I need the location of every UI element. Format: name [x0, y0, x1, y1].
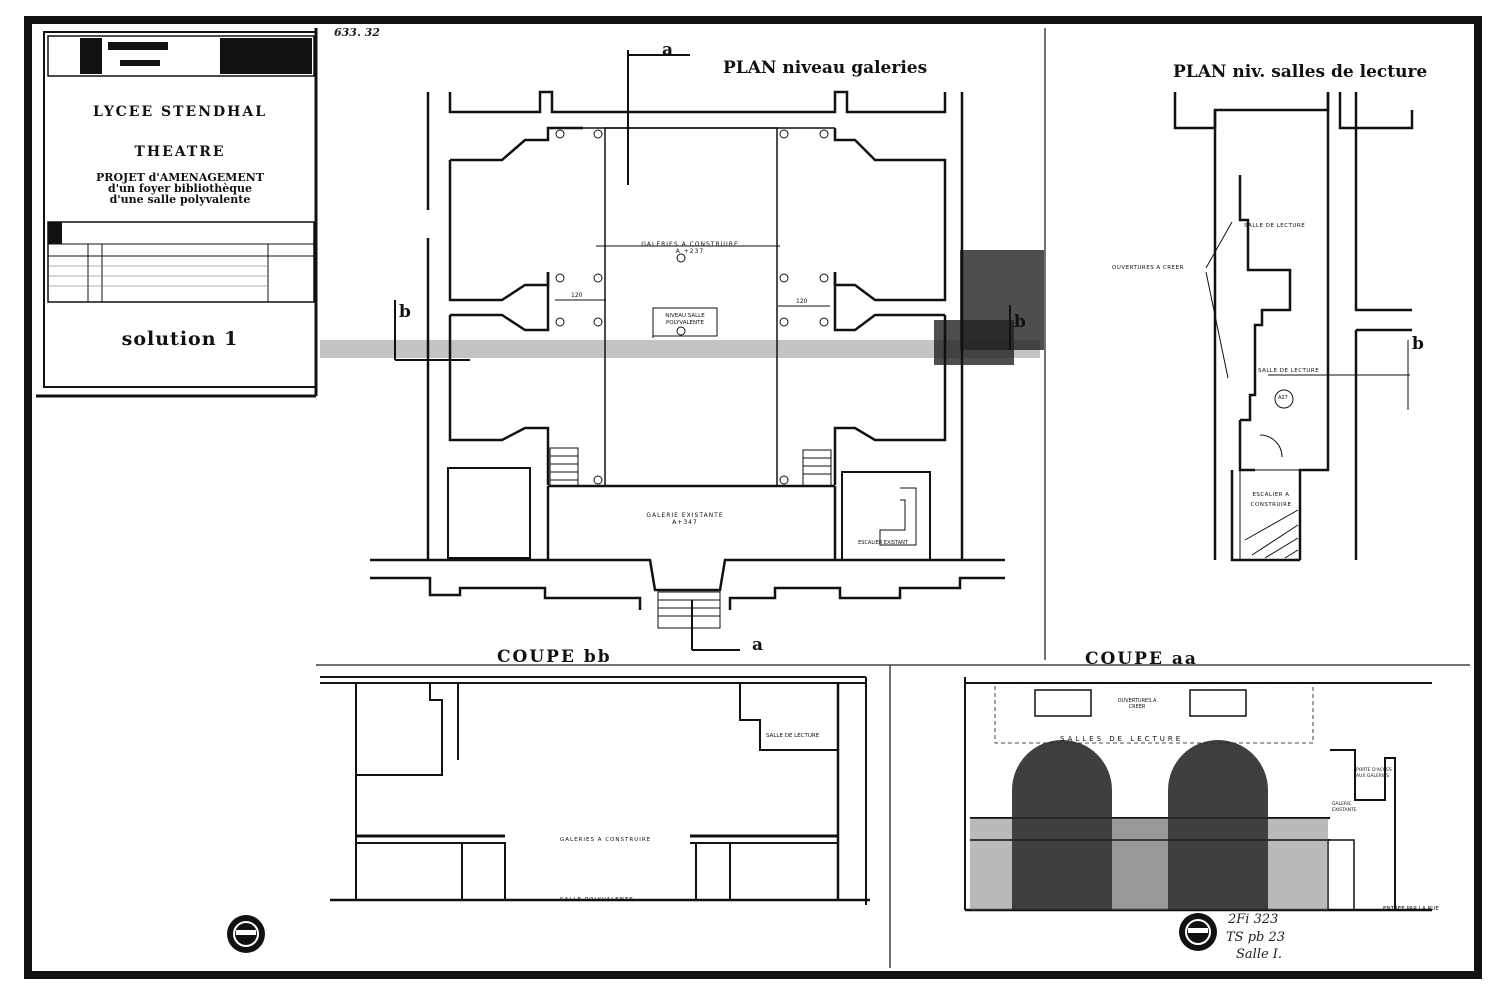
title-block: LYCEE STENDHAL THEATRE PROJET d'AMENAGEM…	[44, 32, 316, 387]
label-text: A +237	[675, 248, 705, 255]
project-title: PROJET d'AMENAGEMENT d'un foyer biblioth…	[44, 172, 316, 205]
label-bb-salle-lecture: SALLE DE LECTURE	[766, 733, 820, 739]
scan-fold-mark	[320, 340, 1040, 358]
label-level: A27	[1278, 395, 1288, 401]
section-bb	[320, 676, 870, 905]
plan-galleries	[370, 50, 1011, 651]
subject-name: THEATRE	[134, 144, 226, 160]
section-marker-b: b	[1014, 312, 1026, 332]
section-marker-b: b	[399, 302, 411, 322]
label-salle-lecture: SALLE DE LECTURE	[1244, 223, 1306, 229]
plan-reading-rooms	[1173, 92, 1414, 562]
label-aa-gal-exist: GALERIE EXISTANTE	[1332, 802, 1357, 813]
label-escalier-construire: ESCALIER A CONSTRUIRE	[1250, 492, 1292, 508]
outer-frame	[24, 16, 1482, 979]
label-bb-gal-construct: GALERIES A CONSTRUIRE	[560, 837, 652, 843]
archive-note-line: TS pb 23	[1226, 930, 1286, 945]
label-text: NIVEAU SALLE	[665, 313, 705, 319]
scan-dark-area	[934, 320, 1014, 365]
plan-galleries-title: PLAN niveau galeries	[723, 58, 928, 78]
sheet-mark: 633. 32	[334, 26, 380, 39]
label-aa-ouvertures: OUVERTURES A CREER	[1117, 698, 1157, 710]
label-text: GALERIES A CONSTRUIRE	[641, 241, 739, 248]
label-gal-construct: GALERIES A CONSTRUIRE A +237	[630, 241, 750, 255]
section-marker-a: a	[752, 635, 764, 655]
label-salle-level: NIVEAU SALLE POLYVALENTE	[655, 313, 715, 327]
section-aa-title: COUPE aa	[1085, 649, 1198, 669]
archive-stamp	[227, 915, 265, 953]
archive-note-line: 2Fi 323	[1228, 912, 1279, 927]
label-salle-lecture: SALLE DE LECTURE	[1258, 368, 1320, 374]
section-marker-a: a	[662, 40, 674, 60]
label-bb-salle-poly: SALLE POLYVALENTE	[560, 897, 634, 903]
plan-reading-title: PLAN niv. salles de lecture	[1173, 62, 1428, 82]
label-text: A+347	[672, 519, 698, 526]
label-text: POLYVALENTE	[665, 320, 704, 326]
label-gal-existing: GALERIE EXISTANTE A+347	[630, 512, 740, 526]
project-line: d'une salle polyvalente	[109, 193, 251, 206]
title-block-frame	[43, 31, 317, 388]
dimension-left: 120	[571, 292, 583, 299]
label-escalier-existant: ESCALIER EXISTANT	[858, 540, 908, 546]
project-line: PROJET d'AMENAGEMENT	[96, 171, 264, 184]
project-line: d'un foyer bibliothèque	[108, 182, 252, 195]
archive-note-line: Salle I.	[1236, 947, 1283, 962]
dimension-right: 120	[796, 298, 808, 305]
label-aa-salles-lecture: SALLES DE LECTURE	[1060, 735, 1184, 743]
section-marker-b: b	[1412, 334, 1424, 354]
solution-label: solution 1	[121, 328, 239, 350]
label-aa-porte: PORTE D'ACCES AUX GALERIES	[1356, 768, 1392, 779]
label-aa-entree: ENTREE PAR LA RUE	[1383, 906, 1439, 912]
label-ouvertures: OUVERTURES A CREER	[1112, 265, 1184, 271]
column-markers	[555, 129, 829, 485]
archive-stamp	[1179, 913, 1217, 951]
section-bb-title: COUPE bb	[497, 647, 612, 667]
section-aa-arches	[970, 740, 1328, 910]
label-text: GALERIE EXISTANTE	[646, 512, 724, 519]
school-name: LYCEE STENDHAL	[92, 104, 268, 120]
